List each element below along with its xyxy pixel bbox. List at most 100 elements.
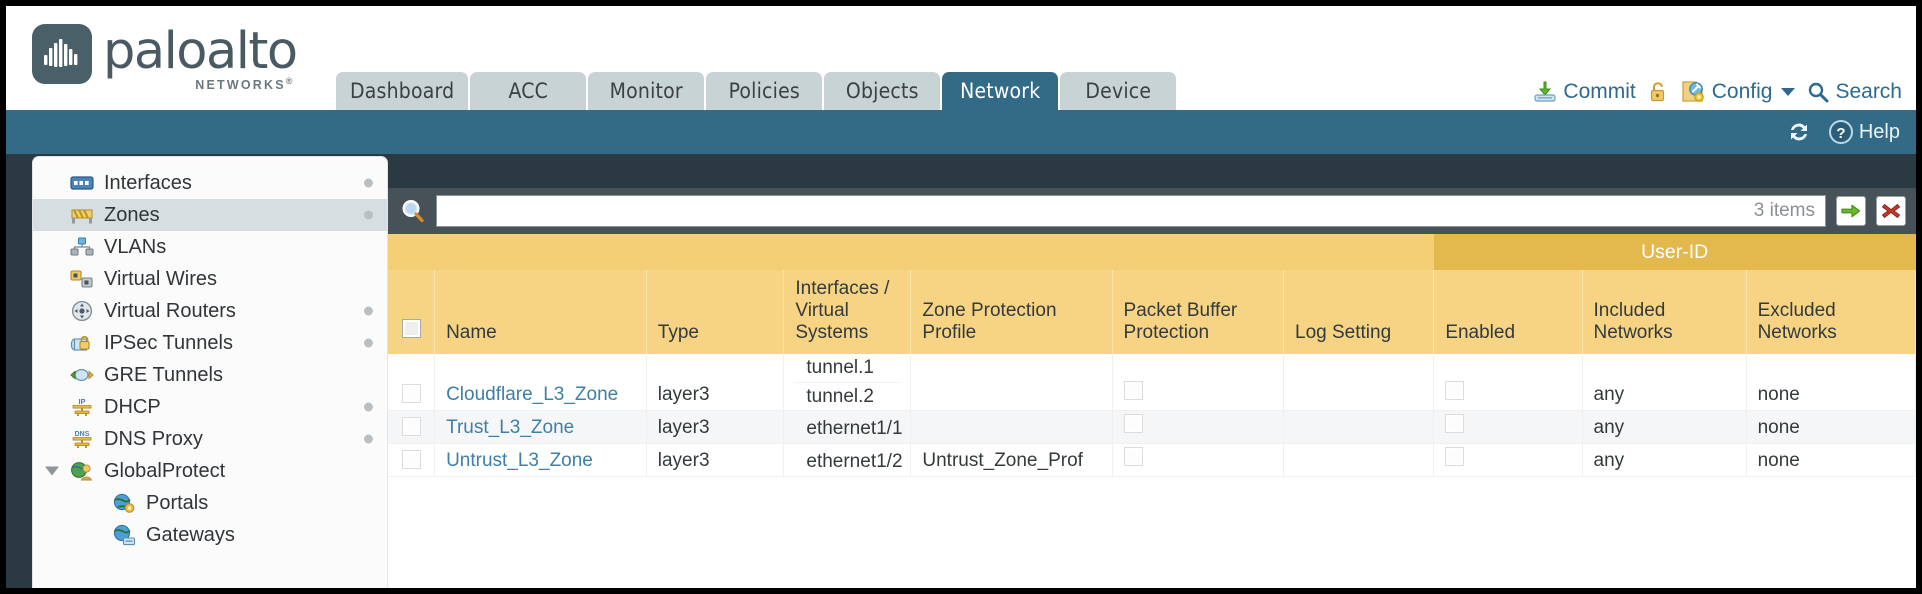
sidebar-item-gateways[interactable]: Gateways bbox=[33, 519, 387, 551]
sidebar-item-virtual-wires[interactable]: Virtual Wires bbox=[33, 263, 387, 295]
packet-buffer-protection-checkbox[interactable] bbox=[1123, 381, 1143, 400]
sidebar-status-dot bbox=[364, 434, 373, 444]
row-select-cell[interactable] bbox=[388, 410, 436, 444]
apply-filter-button[interactable] bbox=[1836, 196, 1866, 226]
zone-type-cell: layer3 bbox=[646, 410, 785, 444]
column-header-type[interactable]: Type bbox=[646, 270, 785, 354]
sidebar-item-ipsec-tunnels[interactable]: IPSec Tunnels bbox=[33, 327, 387, 359]
sidebar-item-label: Interfaces bbox=[104, 171, 192, 194]
tab-device[interactable]: Device bbox=[1060, 72, 1177, 110]
zone-name-link[interactable]: Trust_L3_Zone bbox=[446, 417, 575, 438]
column-header-included-networks[interactable]: Included Networks bbox=[1582, 270, 1747, 354]
row-select-cell[interactable] bbox=[388, 443, 436, 477]
refresh-button[interactable] bbox=[1786, 120, 1812, 144]
sidebar-item-label: DHCP bbox=[104, 395, 161, 418]
column-header-log-setting[interactable]: Log Setting bbox=[1283, 270, 1435, 354]
help-icon: ? bbox=[1828, 120, 1853, 144]
user-id-enabled-checkbox[interactable] bbox=[1445, 447, 1465, 466]
tab-policies[interactable]: Policies bbox=[706, 72, 823, 110]
zone-name-link[interactable]: Untrust_L3_Zone bbox=[446, 450, 593, 471]
interface-item: tunnel.2 bbox=[795, 382, 900, 410]
interface-item: tunnel.1 bbox=[806, 357, 874, 378]
user-id-enabled-checkbox[interactable] bbox=[1445, 381, 1465, 400]
zone-type-value: layer3 bbox=[657, 450, 710, 471]
table-row[interactable]: Untrust_L3_Zone layer3 ethernet1/2 Untrust_… bbox=[388, 443, 1916, 477]
user-id-enabled-cell bbox=[1433, 410, 1583, 444]
zone-name-cell: Untrust_L3_Zone bbox=[434, 443, 647, 477]
config-icon bbox=[1682, 81, 1704, 102]
sidebar-item-globalprotect[interactable]: GlobalProtect bbox=[33, 455, 387, 487]
chevron-down-icon[interactable] bbox=[45, 466, 59, 476]
sidebar-item-zones[interactable]: Zones bbox=[33, 199, 387, 231]
content-panel: 3 items bbox=[388, 188, 1916, 588]
column-header-enabled[interactable]: Enabled bbox=[1433, 270, 1583, 354]
brand-logo[interactable]: paloalto NETWORKS® bbox=[32, 22, 298, 92]
sidebar-item-portals[interactable]: Portals bbox=[33, 487, 387, 519]
secondary-blue-band: ? Help bbox=[6, 110, 1916, 154]
tab-acc[interactable]: ACC bbox=[470, 72, 587, 110]
interface-item: ethernet1/1 bbox=[806, 418, 903, 439]
row-select-checkbox[interactable] bbox=[402, 417, 421, 436]
user-id-enabled-checkbox[interactable] bbox=[1445, 414, 1465, 433]
zone-filter-input[interactable] bbox=[447, 200, 1754, 222]
tab-network[interactable]: Network bbox=[942, 72, 1059, 110]
column-header-interfaces-virtual-systems[interactable]: Interfaces / Virtual Systems bbox=[783, 270, 912, 354]
tab-label: Objects bbox=[845, 79, 919, 103]
column-header-packet-buffer-protection[interactable]: Packet Buffer Protection bbox=[1112, 270, 1285, 354]
packet-buffer-protection-checkbox[interactable] bbox=[1123, 447, 1143, 466]
zone-type-cell: layer3 bbox=[646, 443, 785, 477]
config-menu[interactable]: Config bbox=[1680, 80, 1796, 104]
sidebar-item-interfaces[interactable]: Interfaces bbox=[33, 167, 387, 199]
clear-filter-button[interactable] bbox=[1876, 196, 1906, 226]
global-search-button[interactable]: Search bbox=[1807, 80, 1902, 104]
sidebar-item-label: Portals bbox=[146, 491, 209, 514]
excluded-networks-cell: none bbox=[1746, 410, 1916, 444]
lock-button[interactable] bbox=[1648, 81, 1668, 103]
column-header-label: Log Setting bbox=[1295, 322, 1392, 343]
sidebar-status-dot bbox=[364, 306, 373, 316]
commit-button[interactable]: Commit bbox=[1533, 80, 1636, 104]
tab-objects[interactable]: Objects bbox=[824, 72, 941, 110]
table-row[interactable]: Cloudflare_L3_Zone layer3 tunnel.1 tunnel.2… bbox=[388, 354, 1916, 411]
ipsec-tunnels-icon bbox=[69, 332, 95, 354]
row-select-checkbox[interactable] bbox=[402, 450, 421, 469]
tab-dashboard[interactable]: Dashboard bbox=[336, 72, 469, 110]
column-header-name[interactable]: Name bbox=[434, 270, 647, 354]
row-select-cell[interactable] bbox=[388, 354, 436, 411]
zone-name-link[interactable]: Cloudflare_L3_Zone bbox=[446, 384, 619, 405]
brand-name: paloalto bbox=[103, 22, 298, 81]
sidebar-item-label: DNS Proxy bbox=[104, 427, 203, 450]
sidebar-item-virtual-routers[interactable]: Virtual Routers bbox=[33, 295, 387, 327]
help-button[interactable]: ? Help bbox=[1828, 119, 1900, 145]
select-all-checkbox[interactable] bbox=[402, 319, 421, 338]
packet-buffer-protection-checkbox[interactable] bbox=[1123, 414, 1143, 433]
interfaces-cell: ethernet1/2 bbox=[783, 443, 912, 477]
sidebar-item-dns-proxy[interactable]: DNS DNS Proxy bbox=[33, 423, 387, 455]
zone-protection-profile-value: Untrust_Zone_Prof bbox=[922, 450, 1083, 471]
item-count-label: 3 items bbox=[1753, 200, 1815, 221]
tab-monitor[interactable]: Monitor bbox=[588, 72, 705, 110]
sidebar-status-dot bbox=[364, 178, 373, 188]
row-select-checkbox[interactable] bbox=[402, 384, 421, 403]
search-toolbar: 3 items bbox=[388, 188, 1916, 234]
included-networks-value: any bbox=[1593, 450, 1625, 471]
sidebar-item-vlans[interactable]: VLANs bbox=[33, 231, 387, 263]
sidebar-item-gre-tunnels[interactable]: GRE Tunnels bbox=[33, 359, 387, 391]
lock-icon bbox=[1650, 82, 1664, 102]
column-header-zone-protection-profile[interactable]: Zone Protection Profile bbox=[910, 270, 1113, 354]
sidebar-item-label: GRE Tunnels bbox=[104, 363, 223, 386]
dns-proxy-icon: DNS bbox=[69, 428, 95, 450]
tab-label: Device bbox=[1085, 79, 1152, 103]
zone-type-cell: layer3 bbox=[646, 354, 785, 411]
included-networks-cell: any bbox=[1582, 410, 1747, 444]
column-header-excluded-networks[interactable]: Excluded Networks bbox=[1746, 270, 1916, 354]
config-label: Config bbox=[1711, 80, 1773, 103]
svg-text:DNS: DNS bbox=[75, 431, 90, 438]
search-input-wrap[interactable]: 3 items bbox=[436, 195, 1826, 227]
search-magnifier-icon[interactable] bbox=[400, 198, 426, 224]
zone-name-cell: Trust_L3_Zone bbox=[434, 410, 647, 444]
user-id-enabled-cell bbox=[1433, 354, 1583, 411]
